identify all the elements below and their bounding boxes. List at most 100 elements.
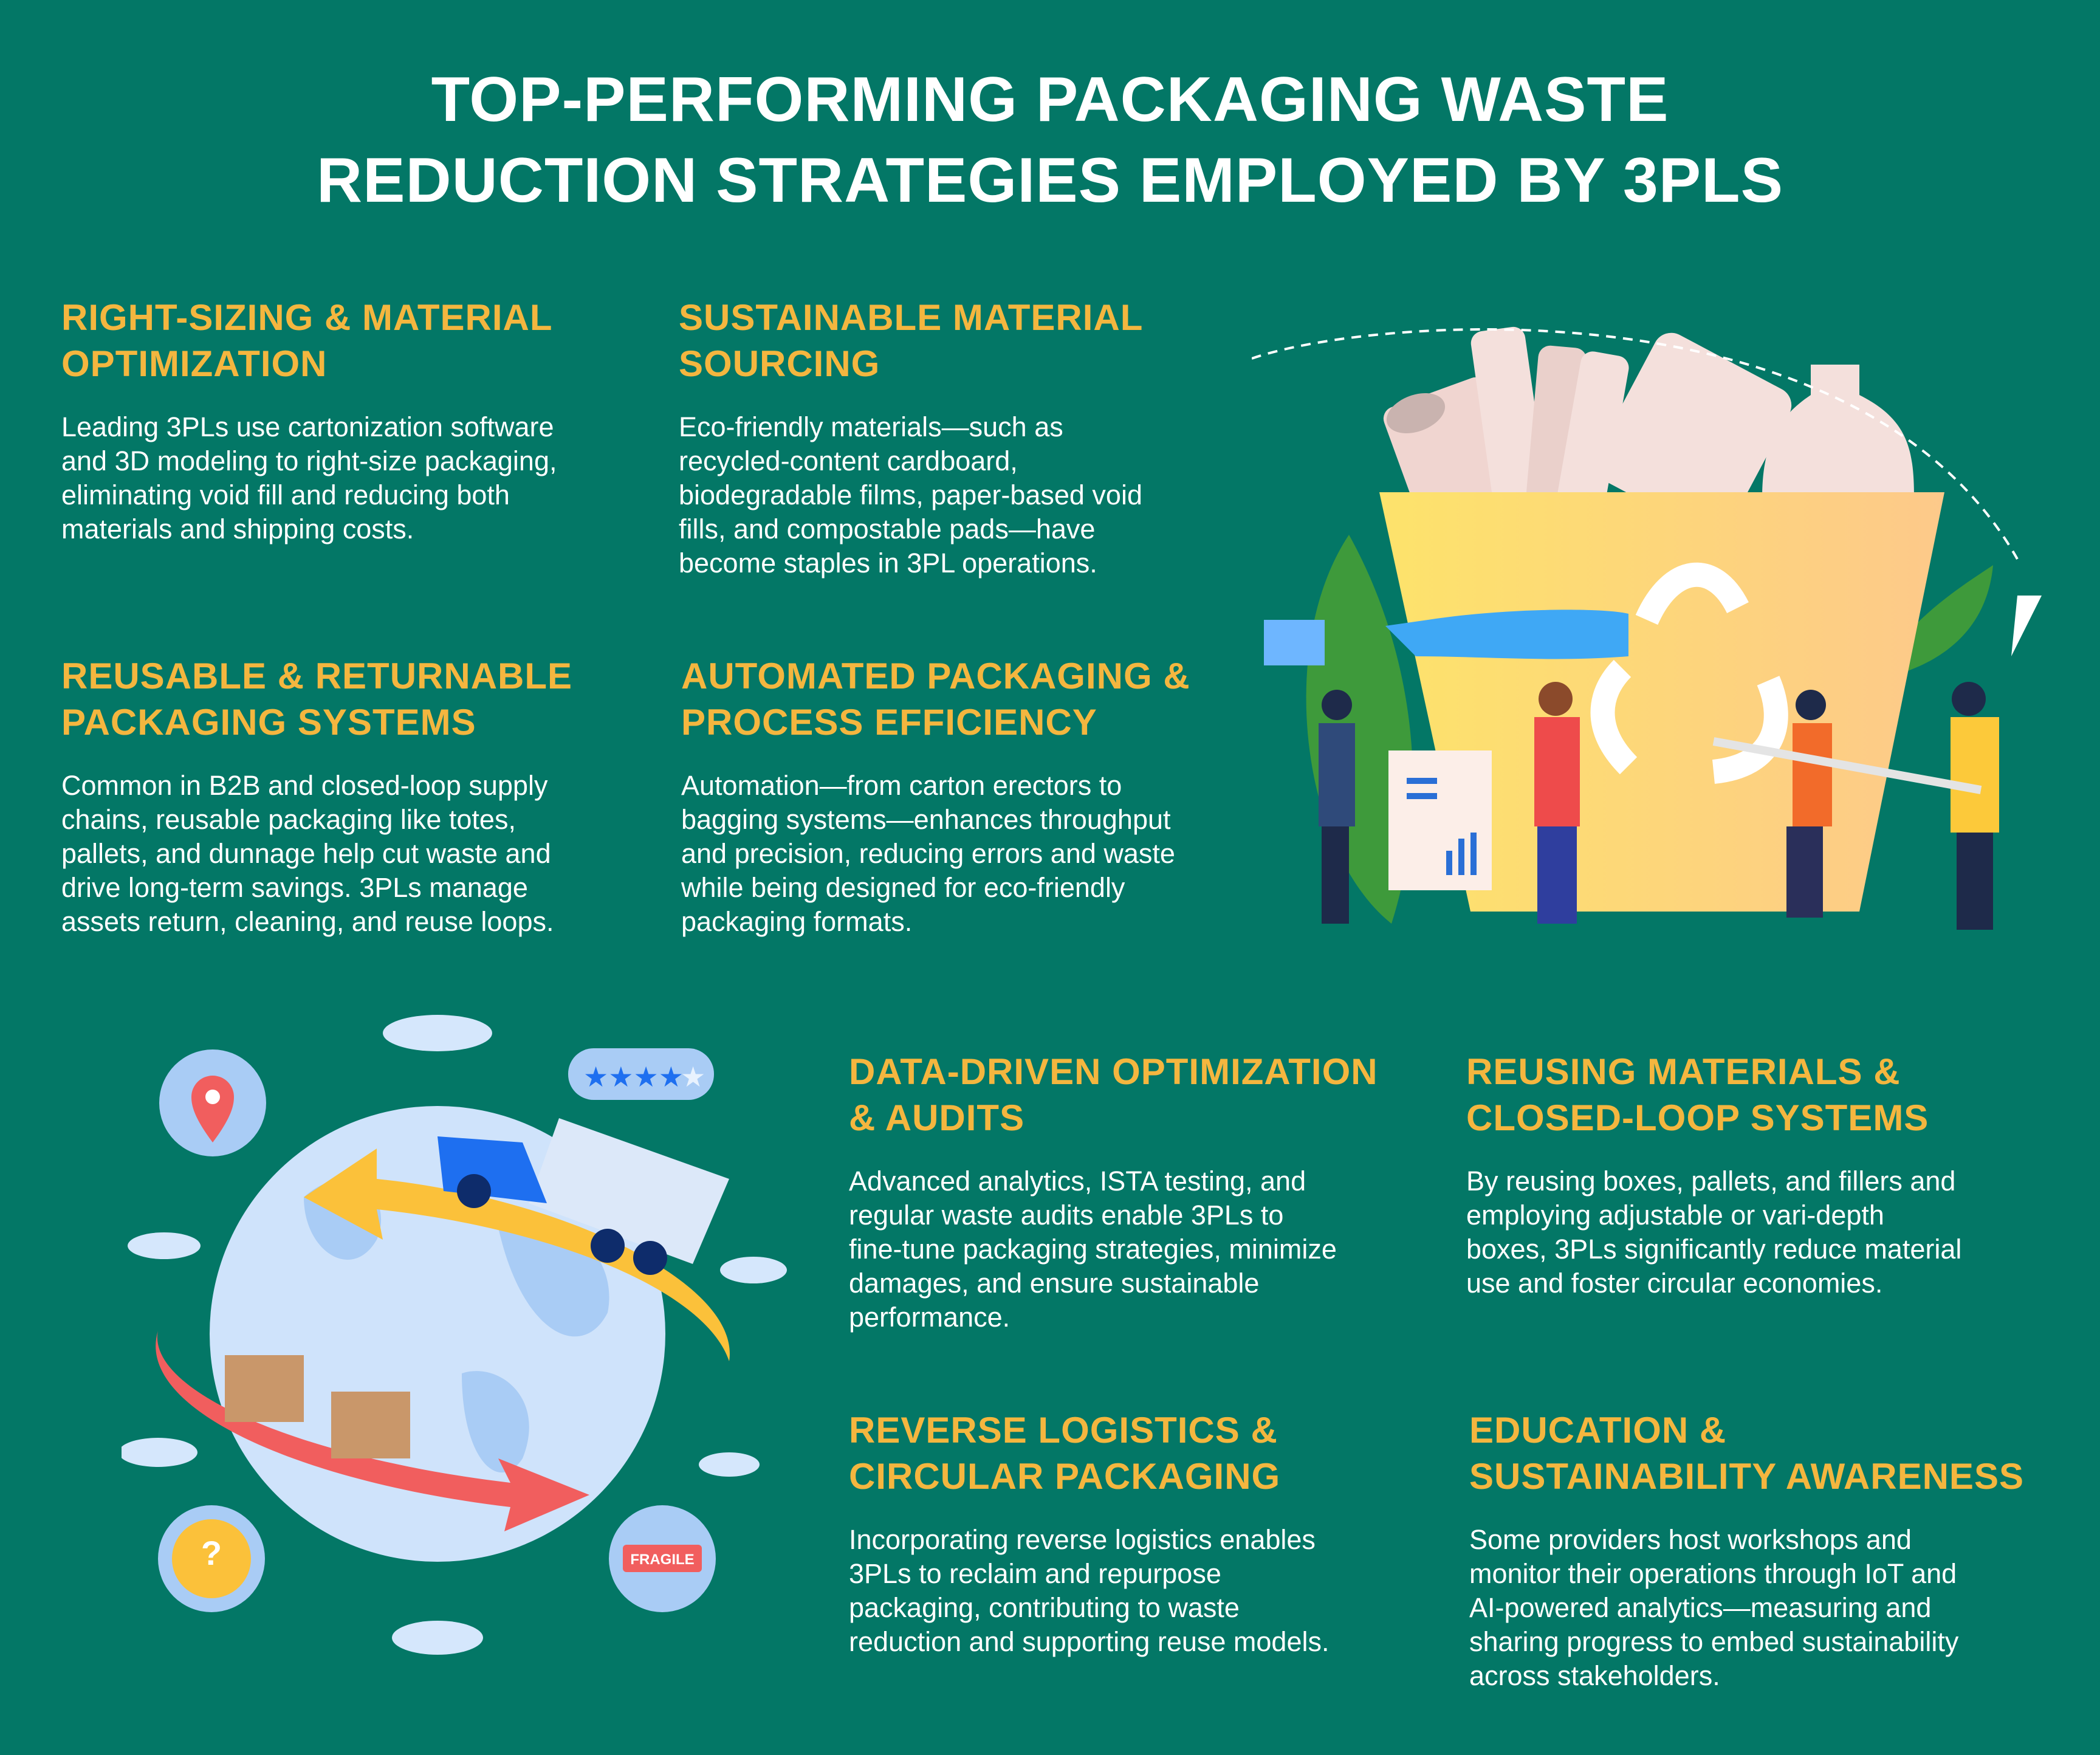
section-heading-line: AUTOMATED PACKAGING & (681, 656, 1190, 696)
bottle-icon (1385, 610, 1628, 659)
section-body-line: bagging systems—enhances throughput (681, 804, 1171, 835)
section-heading: AUTOMATED PACKAGING & PROCESS EFFICIENCY (681, 653, 1190, 746)
section-body-line: become staples in 3PL operations. (679, 548, 1097, 579)
section-education: EDUCATION & SUSTAINABILITY AWARENESS Some … (1469, 1407, 2024, 1693)
section-body-line: Eco-friendly materials—such as (679, 411, 1063, 442)
section-heading-line: REUSABLE & RETURNABLE (61, 656, 573, 696)
cardboard-box-icons (225, 1355, 410, 1458)
section-body-line: eliminating void fill and reducing both (61, 479, 510, 510)
section-body-line: Common in B2B and closed-loop supply (61, 770, 548, 801)
rating-bubble: ★★★★ ★ (568, 1048, 714, 1100)
section-body-line: damages, and ensure sustainable (849, 1268, 1260, 1299)
section-body-line: assets return, cleaning, and reuse loops… (61, 906, 554, 937)
people-icon (1319, 682, 1999, 930)
section-heading: RIGHT-SIZING & MATERIAL OPTIMIZATION (61, 295, 557, 387)
section-body-line: monitor their operations through IoT and (1469, 1558, 1957, 1589)
recycle-arrows-icon (1590, 562, 1788, 784)
section-heading-line: OPTIMIZATION (61, 343, 328, 384)
section-heading-line: CIRCULAR PACKAGING (849, 1456, 1281, 1497)
fragile-label: FRAGILE (630, 1551, 694, 1568)
section-heading-line: & AUDITS (849, 1097, 1025, 1138)
section-heading-line: SOURCING (679, 343, 880, 384)
section-body-line: while being designed for eco-friendly (681, 872, 1125, 903)
section-heading-line: CLOSED-LOOP SYSTEMS (1466, 1097, 1929, 1138)
section-body-line: boxes, 3PLs significantly reduce materia… (1466, 1234, 1962, 1265)
paper-plane-icon (2011, 596, 2042, 656)
recycling-bin-illustration (1252, 326, 2042, 930)
section-heading-line: PACKAGING SYSTEMS (61, 702, 476, 743)
section-body-line: AI-powered analytics—measuring and (1469, 1592, 1932, 1623)
section-right-sizing: RIGHT-SIZING & MATERIAL OPTIMIZATION Leadi… (61, 295, 557, 546)
section-body-line: employing adjustable or vari-depth (1466, 1200, 1884, 1231)
truck-icon (437, 1118, 729, 1275)
cloud-icons (122, 1015, 787, 1655)
svg-text:★: ★ (681, 1060, 705, 1093)
section-body-line: materials and shipping costs. (61, 513, 414, 544)
section-body-line: fills, and compostable pads—have (679, 513, 1096, 544)
section-heading-line: SUSTAINABLE MATERIAL (679, 297, 1144, 338)
presentation-board-icon (1388, 750, 1492, 890)
section-heading-line: EDUCATION & (1469, 1410, 1727, 1451)
section-reusing-materials: REUSING MATERIALS & CLOSED-LOOP SYSTEMS By… (1466, 1049, 1961, 1300)
section-heading: REUSABLE & RETURNABLE PACKAGING SYSTEMS (61, 653, 572, 746)
section-body-line: regular waste audits enable 3PLs to (849, 1200, 1284, 1231)
section-data-driven: DATA-DRIVEN OPTIMIZATION & AUDITS Advanced… (849, 1049, 1378, 1334)
section-body-line: and precision, reducing errors and waste (681, 838, 1175, 869)
section-body-line: sharing progress to embed sustainability (1469, 1626, 1959, 1657)
section-heading: EDUCATION & SUSTAINABILITY AWARENESS (1469, 1407, 2024, 1500)
question-mark-icon: ? (201, 1534, 222, 1572)
section-body-line: performance. (849, 1302, 1011, 1333)
page-title-line-1: TOP-PERFORMING PACKAGING WASTE (431, 64, 1669, 135)
page-title-line-2: REDUCTION STRATEGIES EMPLOYED BY 3PLS (317, 145, 1783, 216)
location-pin-icon (191, 1076, 234, 1142)
section-body-line: 3PLs to reclaim and repurpose (849, 1558, 1221, 1589)
section-heading-line: PROCESS EFFICIENCY (681, 702, 1097, 743)
orbit-arrow-yellow (304, 1149, 730, 1361)
section-body-line: packaging, contributing to waste (849, 1592, 1240, 1623)
section-body-line: Advanced analytics, ISTA testing, and (849, 1166, 1306, 1197)
section-heading-line: REVERSE LOGISTICS & (849, 1410, 1278, 1451)
section-heading-line: RIGHT-SIZING & MATERIAL (61, 297, 553, 338)
chat-bubble-icon (1264, 620, 1325, 665)
section-heading: REVERSE LOGISTICS & CIRCULAR PACKAGING (849, 1407, 1330, 1500)
section-heading-line: SUSTAINABILITY AWARENESS (1469, 1456, 2024, 1497)
section-heading-line: DATA-DRIVEN OPTIMIZATION (849, 1051, 1378, 1092)
section-body-line: use and foster circular economies. (1466, 1268, 1883, 1299)
rating-stars: ★★★★ ★ (583, 1060, 705, 1093)
section-body-line: and 3D modeling to right-size packaging, (61, 445, 557, 476)
section-body-line: Leading 3PLs use cartonization software (61, 411, 554, 442)
section-body-line: packaging formats. (681, 906, 913, 937)
section-body-line: biodegradable films, paper-based void (679, 479, 1142, 510)
section-heading: DATA-DRIVEN OPTIMIZATION & AUDITS (849, 1049, 1378, 1141)
section-body-line: pallets, and dunnage help cut waste and (61, 838, 551, 869)
section-body-line: recycled-content cardboard, (679, 445, 1018, 476)
section-body-line: Incorporating reverse logistics enables (849, 1524, 1316, 1555)
section-body-line: By reusing boxes, pallets, and fillers a… (1466, 1166, 1956, 1197)
section-body-line: Automation—from carton erectors to (681, 770, 1122, 801)
section-body-line: fine-tune packaging strategies, minimize (849, 1234, 1337, 1265)
section-heading: REUSING MATERIALS & CLOSED-LOOP SYSTEMS (1466, 1049, 1961, 1141)
section-body-line: across stakeholders. (1469, 1660, 1720, 1691)
section-body: By reusing boxes, pallets, and fillers a… (1466, 1164, 1961, 1300)
section-body-line: chains, reusable packaging like totes, (61, 804, 516, 835)
section-sustainable-sourcing: SUSTAINABLE MATERIAL SOURCING Eco-friendly… (679, 295, 1143, 580)
section-body-line: drive long-term savings. 3PLs manage (61, 872, 528, 903)
section-body-line: reduction and supporting reuse models. (849, 1626, 1330, 1657)
section-heading-line: REUSING MATERIALS & (1466, 1051, 1901, 1092)
waste-items-icon (1383, 326, 1914, 537)
orbit-arrow-red (156, 1331, 589, 1531)
section-reverse-logistics: REVERSE LOGISTICS & CIRCULAR PACKAGING Inc… (849, 1407, 1330, 1659)
section-heading: SUSTAINABLE MATERIAL SOURCING (679, 295, 1143, 387)
svg-text:★★★★: ★★★★ (583, 1060, 684, 1093)
section-body-line: Some providers host workshops and (1469, 1524, 1912, 1555)
globe-shipping-illustration: ★★★★ ★ ? FRAGILE (122, 1015, 787, 1655)
section-reusable-packaging: REUSABLE & RETURNABLE PACKAGING SYSTEMS Co… (61, 653, 572, 939)
